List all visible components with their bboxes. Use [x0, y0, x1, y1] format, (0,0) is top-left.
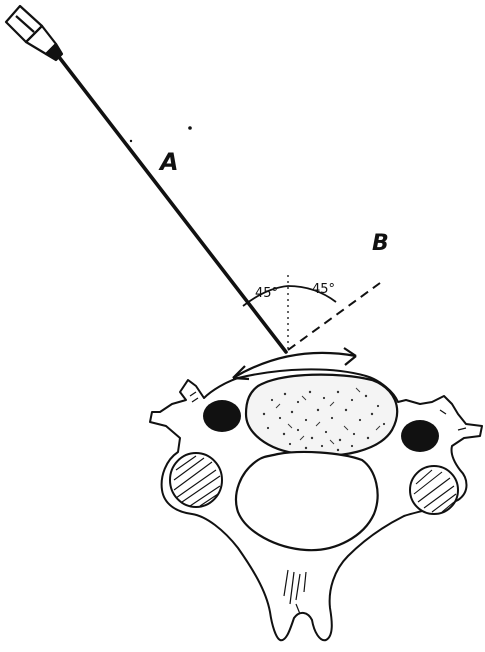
- syringe-hub: [6, 6, 62, 60]
- spinous-process-hatching: [284, 570, 306, 614]
- spinal-canal: [236, 452, 378, 550]
- vertebral-body: [246, 375, 397, 456]
- stray-dot: [188, 126, 192, 130]
- stray-dot: [130, 140, 132, 142]
- label-b: B: [372, 231, 389, 256]
- facet-joint-right: [410, 466, 458, 514]
- transverse-foramen-left: [203, 400, 241, 432]
- angle-label-left: 45°: [255, 286, 278, 301]
- angle-label-right: 45°: [312, 282, 335, 297]
- label-a: A: [158, 148, 179, 176]
- transverse-foramen-right: [401, 420, 439, 452]
- facet-joint-left: [170, 453, 222, 507]
- needle: [59, 57, 286, 352]
